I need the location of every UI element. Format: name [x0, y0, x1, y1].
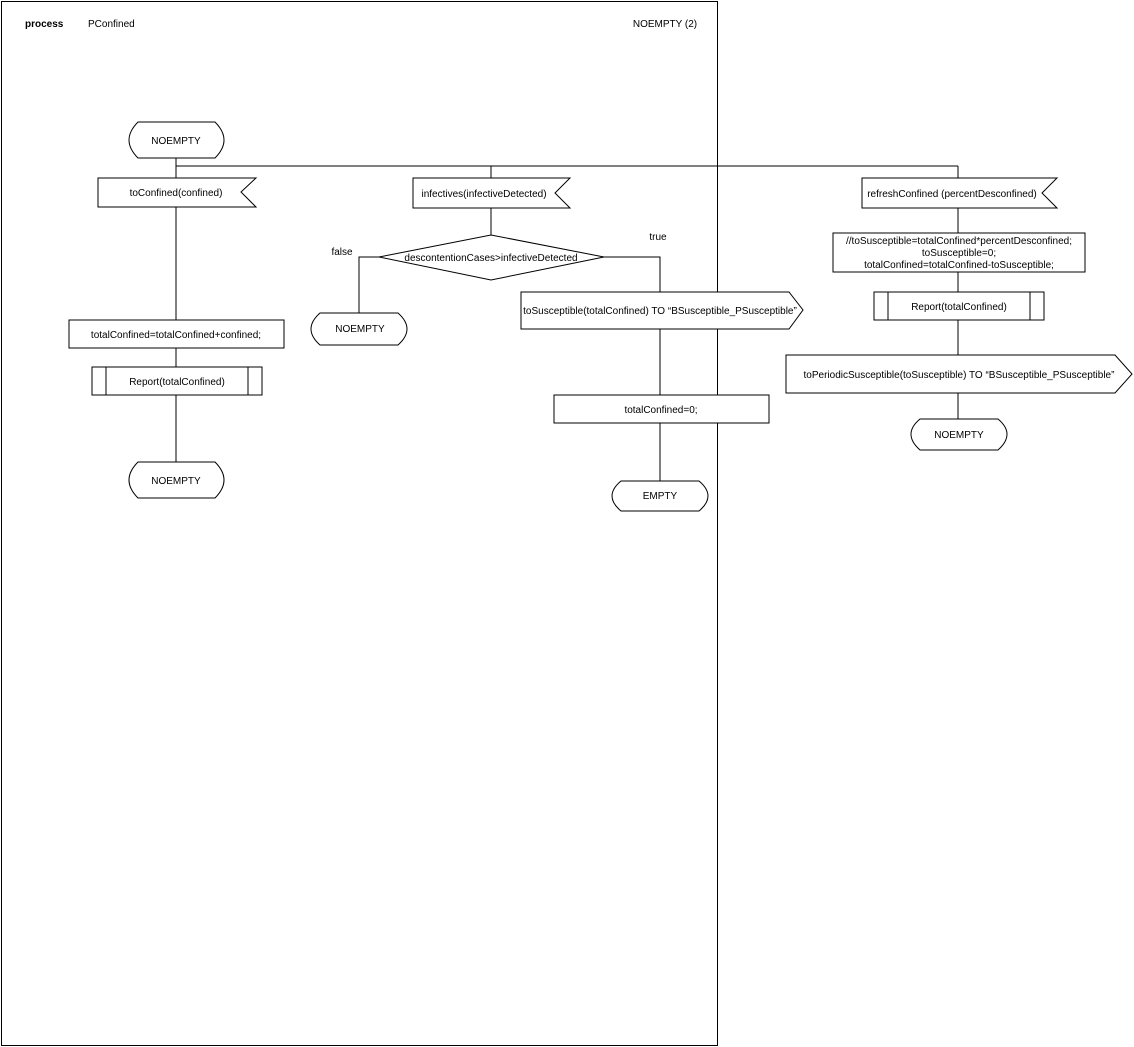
process-keyword: process — [25, 19, 64, 30]
connector-lines — [175, 158, 959, 481]
start-state: NOEMPTY — [128, 121, 225, 159]
output-signal-to-susceptible: toSusceptible(totalConfined) TO “BSuscep… — [520, 291, 804, 330]
next-state-empty: EMPTY — [611, 480, 709, 512]
procedure-call-label: Report(totalConfined) — [911, 302, 1007, 313]
task-line-1: //toSusceptible=totalConfined*percentDes… — [846, 236, 1072, 247]
task-label: totalConfined=0; — [624, 405, 697, 416]
input-signal-to-confined: toConfined(confined) — [97, 177, 258, 208]
input-signal-label: refreshConfined (percentDesconfined) — [867, 189, 1037, 200]
page-frame — [1, 1, 718, 1046]
false-state-noempty: NOEMPTY — [310, 312, 408, 346]
output-signal-label: toPeriodicSusceptible(toSusceptible) TO … — [804, 370, 1115, 381]
input-signal-infectives: infectives(infectiveDetected) — [412, 177, 572, 209]
decision-true-label: true — [649, 232, 667, 243]
decision-false-label: false — [331, 247, 353, 258]
task-reset-confined: totalConfined=0; — [553, 394, 770, 424]
decision-label: descontentionCases>infectiveDetected — [404, 253, 577, 264]
next-state-noempty-right: NOEMPTY — [910, 418, 1008, 451]
state-label: NOEMPTY — [151, 476, 201, 487]
output-signal-label: toSusceptible(totalConfined) TO “BSuscep… — [523, 306, 797, 317]
procedure-call-report: Report(totalConfined) — [91, 366, 263, 396]
decision-diamond: descontentionCases>infectiveDetected — [378, 234, 605, 281]
output-signal-to-periodic-susceptible: toPeriodicSusceptible(toSusceptible) TO … — [785, 354, 1133, 394]
task-label: totalConfined=totalConfined+confined; — [91, 330, 261, 341]
input-signal-refresh-confined: refreshConfined (percentDesconfined) — [861, 177, 1059, 209]
task-refresh-calc: //toSusceptible=totalConfined*percentDes… — [832, 232, 1086, 273]
state-label: NOEMPTY — [934, 430, 984, 441]
procedure-call-report-right: Report(totalConfined) — [873, 291, 1045, 321]
input-signal-label: toConfined(confined) — [130, 188, 223, 199]
state-label: NOEMPTY — [335, 324, 385, 335]
task-add-confined: totalConfined=totalConfined+confined; — [68, 319, 285, 349]
page-title: NOEMPTY (2) — [633, 19, 697, 30]
input-signal-label: infectives(infectiveDetected) — [421, 189, 546, 200]
task-line-3: totalConfined=totalConfined-toSusceptibl… — [864, 260, 1054, 271]
state-label: EMPTY — [643, 491, 678, 502]
procedure-call-label: Report(totalConfined) — [129, 377, 225, 388]
task-line-2: toSusceptible=0; — [922, 248, 996, 259]
next-state-noempty-left: NOEMPTY — [128, 461, 225, 499]
start-state-label: NOEMPTY — [151, 136, 201, 147]
process-name: PConfined — [88, 19, 135, 30]
